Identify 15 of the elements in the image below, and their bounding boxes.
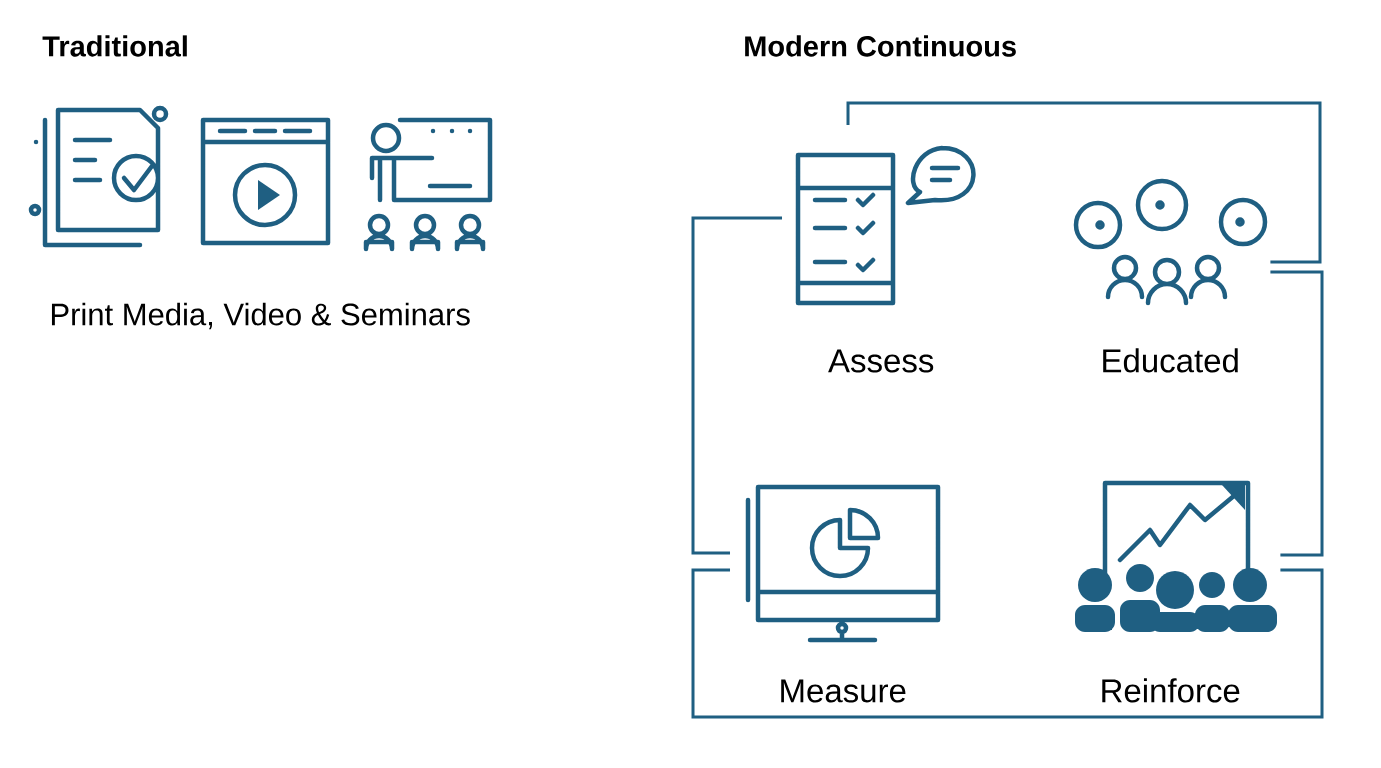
section-heading: Modern Continuous: [745, 35, 1016, 57]
connector-line: [1270, 270, 1324, 557]
step-label: Reinforce: [1102, 678, 1240, 703]
step-label: Assess: [828, 349, 934, 373]
people-sharing-icon: [1073, 178, 1268, 306]
step-label: Print Media, Video & Seminars: [51, 302, 470, 330]
step-label: Educated: [1103, 348, 1238, 373]
step-label: Measure: [781, 679, 906, 703]
monitor-chart-icon: [745, 484, 941, 643]
section-heading: Traditional: [42, 35, 187, 57]
audience-growth-icon: [1075, 480, 1277, 632]
connector-line: [691, 568, 1324, 719]
connector-line: [846, 101, 1322, 264]
phone-checklist-icon: [795, 145, 976, 306]
connector-line: [691, 216, 782, 555]
